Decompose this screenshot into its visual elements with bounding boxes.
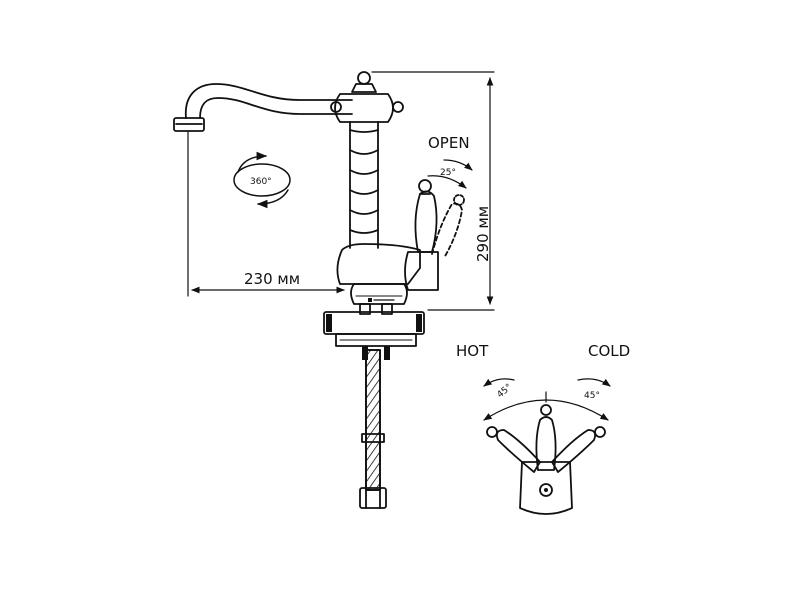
rotation-360-icon bbox=[233, 151, 291, 209]
hot-label: HOT bbox=[456, 342, 489, 360]
height-dimension bbox=[371, 71, 495, 311]
spout bbox=[173, 83, 353, 132]
open-angle-label: 25° bbox=[440, 168, 456, 178]
open-label: OPEN bbox=[428, 134, 470, 152]
brand-logo bbox=[368, 298, 395, 302]
top-view-diagram bbox=[483, 378, 611, 515]
open-angle-indicator bbox=[427, 159, 473, 189]
faucet-body bbox=[330, 71, 421, 305]
spout-aerator bbox=[173, 117, 205, 132]
height-dimension-label: 290 мм bbox=[474, 206, 492, 262]
reach-dimension-label: 230 мм bbox=[244, 270, 300, 288]
mounting-assembly bbox=[323, 303, 425, 360]
rotation-label: 360° bbox=[250, 177, 272, 187]
lever-handle bbox=[404, 179, 465, 291]
cold-label: COLD bbox=[588, 342, 630, 360]
hot-angle-label: 45° bbox=[496, 382, 515, 400]
supply-hose bbox=[359, 349, 387, 509]
reach-dimension bbox=[187, 131, 345, 297]
cold-angle-label: 45° bbox=[584, 391, 600, 401]
